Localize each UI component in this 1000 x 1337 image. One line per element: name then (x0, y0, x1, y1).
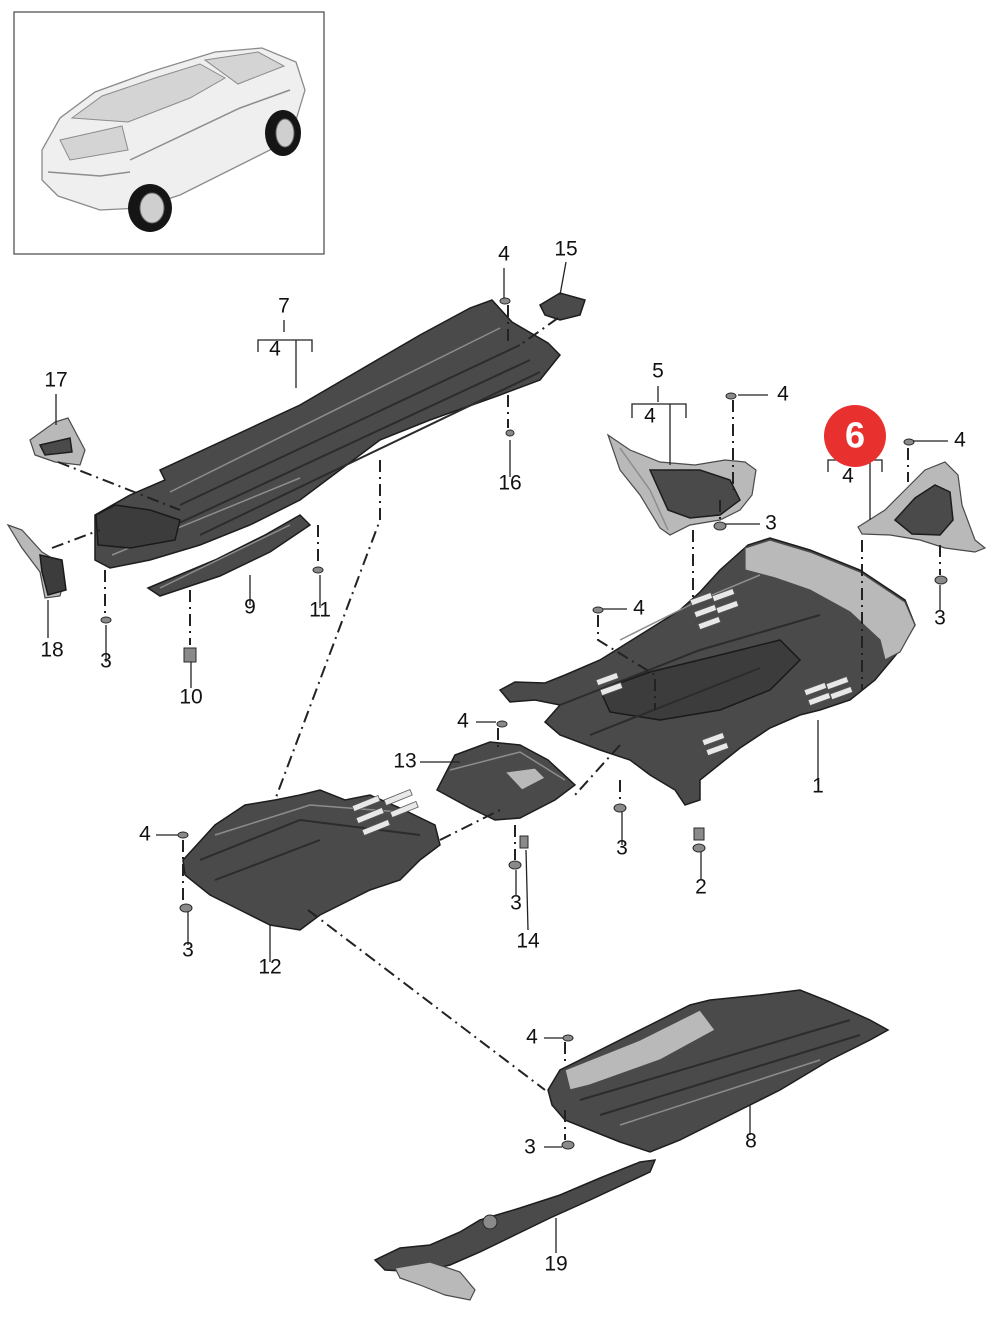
vehicle-overview-inset (13, 11, 325, 255)
leader-lines (47, 261, 948, 1253)
label-part-4-qty-7: 4 (269, 338, 281, 361)
part-1-vent-slots (595, 587, 854, 757)
callout-labels: 7 4 4 15 17 16 18 3 9 11 10 5 4 4 3 4 4 … (40, 238, 966, 1276)
label-part-3: 3 (100, 650, 112, 673)
label-part-4: 4 (954, 429, 966, 452)
part-17-cover[interactable] (29, 417, 86, 466)
label-part-11: 11 (309, 599, 331, 622)
highlight-badge-part-6[interactable]: 6 (824, 405, 886, 467)
label-part-3: 3 (934, 607, 946, 630)
label-part-7: 7 (278, 295, 290, 318)
fasteners (100, 297, 948, 1150)
label-part-18: 18 (40, 639, 63, 662)
part-8-rear-side-underbody-panel[interactable] (547, 989, 890, 1153)
label-part-10: 10 (179, 686, 202, 709)
label-part-2: 2 (695, 876, 707, 899)
part-9-lower-trim-strip[interactable] (146, 514, 312, 597)
label-part-15: 15 (554, 238, 577, 261)
label-part-4: 4 (777, 383, 789, 406)
label-part-4-qty-5: 4 (644, 405, 656, 428)
label-part-9: 9 (244, 596, 256, 619)
label-part-3: 3 (182, 939, 194, 962)
label-part-17: 17 (44, 369, 67, 392)
label-part-3: 3 (524, 1136, 536, 1159)
label-part-1: 1 (812, 775, 824, 798)
label-part-14: 14 (516, 930, 540, 953)
label-part-19: 19 (544, 1253, 567, 1276)
label-part-4: 4 (457, 710, 469, 733)
label-part-5: 5 (652, 360, 664, 383)
part-13-center-cover[interactable] (435, 741, 577, 821)
assembly-lines (51, 305, 941, 1140)
label-part-4: 4 (498, 243, 510, 266)
part-19-rear-trim-strip[interactable] (373, 1159, 657, 1301)
label-part-3: 3 (510, 892, 522, 915)
label-part-13: 13 (393, 750, 416, 773)
part-1-main-underbody-panel[interactable] (498, 537, 916, 806)
label-part-3: 3 (765, 512, 777, 535)
part-7-side-underbody-panel[interactable] (94, 299, 562, 569)
label-part-12: 12 (258, 956, 281, 979)
label-part-4: 4 (526, 1026, 538, 1049)
vehicle-illustration (41, 47, 306, 232)
label-part-3: 3 (616, 837, 628, 860)
label-part-4-qty-6: 4 (842, 465, 854, 488)
part-15-bracket[interactable] (539, 292, 586, 321)
part-12-front-underbody-shield[interactable] (182, 788, 441, 931)
label-part-4: 4 (633, 597, 645, 620)
part-18-deflector[interactable] (6, 523, 67, 599)
badge-number: 6 (845, 415, 865, 456)
part-6-wheel-arch-liner[interactable] (857, 461, 987, 553)
label-part-4: 4 (139, 823, 151, 846)
label-part-16: 16 (498, 472, 521, 495)
part-12-vent-slots (351, 788, 419, 837)
label-part-8: 8 (745, 1130, 757, 1153)
